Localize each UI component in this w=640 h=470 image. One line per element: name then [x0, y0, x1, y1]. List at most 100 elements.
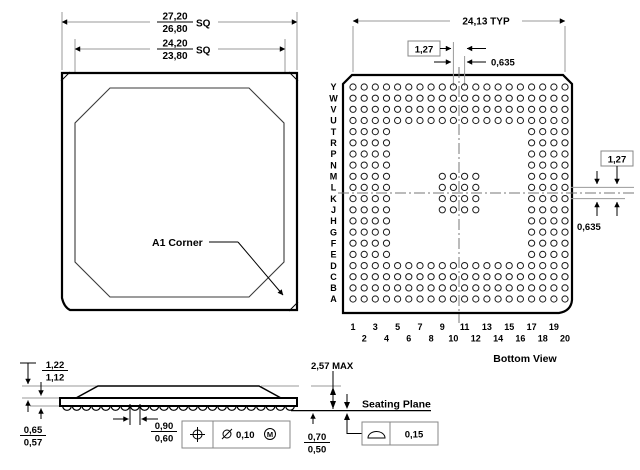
top-view: 27,20 26,80 SQ 24,20 23,80 SQ A1 Corner	[60, 12, 299, 312]
ball	[472, 83, 480, 91]
solder-ball	[207, 405, 218, 411]
ball	[394, 83, 402, 91]
ball	[360, 116, 368, 125]
ball	[394, 105, 402, 113]
ball	[349, 217, 357, 225]
ball	[438, 172, 446, 180]
ball	[371, 195, 379, 203]
ball	[349, 295, 357, 303]
ball	[394, 273, 402, 281]
solder-ball	[62, 405, 72, 411]
ball	[382, 83, 391, 91]
ball	[550, 94, 558, 102]
ball	[539, 239, 547, 247]
lid-dim-upper: 24,20	[162, 39, 187, 50]
ball	[561, 217, 569, 225]
row-label: R	[330, 138, 337, 148]
ball	[550, 206, 558, 214]
ball	[405, 94, 413, 102]
corner-tick	[60, 71, 71, 82]
ball	[427, 116, 435, 125]
ball	[394, 94, 402, 102]
ball	[371, 295, 379, 303]
col-label: 2	[362, 334, 367, 344]
ball	[550, 83, 558, 91]
ball	[349, 105, 357, 113]
diameter-symbol-circle	[222, 429, 232, 439]
col-label: 18	[538, 334, 548, 344]
ball-dia-upper: 0,90	[155, 421, 174, 432]
row-label: J	[331, 205, 336, 215]
ball	[550, 239, 558, 247]
ball	[561, 83, 569, 91]
ball	[539, 262, 547, 270]
row-label: N	[330, 160, 337, 170]
ball	[461, 195, 469, 203]
ball	[349, 83, 357, 91]
ball	[438, 206, 446, 214]
ball	[528, 262, 536, 270]
col-label: 17	[527, 322, 537, 332]
row-label: U	[330, 116, 337, 126]
ball	[528, 206, 536, 214]
ball	[561, 94, 569, 102]
ball	[449, 116, 457, 125]
ball	[416, 295, 424, 303]
ball	[349, 228, 357, 236]
col-label: 8	[429, 334, 434, 344]
ball	[550, 105, 558, 113]
corner-tick	[288, 301, 299, 312]
ball	[371, 116, 379, 125]
solder-ball	[265, 405, 276, 411]
ball	[461, 206, 469, 214]
row-label: H	[330, 216, 337, 226]
ball	[528, 161, 536, 169]
ball	[371, 284, 379, 292]
solder-ball	[168, 405, 179, 411]
ball	[461, 183, 469, 191]
ball	[382, 206, 391, 214]
ball	[461, 262, 469, 270]
ball	[360, 161, 368, 169]
col-label: 16	[515, 334, 525, 344]
ball	[505, 94, 513, 102]
ball	[561, 195, 569, 203]
ball	[382, 150, 391, 158]
ball	[382, 295, 391, 303]
solder-ball	[178, 405, 189, 411]
ball	[360, 295, 368, 303]
ball	[371, 128, 379, 136]
col-label: 7	[417, 322, 422, 332]
ball	[382, 105, 391, 113]
col-label: 10	[448, 334, 458, 344]
ball	[539, 273, 547, 281]
ball	[461, 273, 469, 281]
ball	[360, 183, 368, 191]
a1-corner-label: A1 Corner	[152, 237, 203, 249]
ball	[360, 105, 368, 113]
arrowhead-up	[344, 413, 350, 420]
ball	[360, 250, 368, 258]
ball	[561, 262, 569, 270]
ball	[427, 83, 435, 91]
row-pitch-dim: 1,27	[608, 155, 627, 166]
ball	[550, 128, 558, 136]
substrate	[59, 397, 298, 407]
ball	[382, 183, 391, 191]
standoff-lower: 0,50	[308, 445, 327, 456]
solder-ball	[256, 405, 266, 411]
row-label: V	[330, 105, 336, 115]
row-label: K	[330, 194, 337, 204]
ball	[472, 105, 480, 113]
solder-ball	[139, 405, 150, 411]
row-label: M	[330, 172, 338, 182]
solder-ball	[236, 405, 247, 411]
span-dim: 24,13 TYP	[462, 17, 510, 28]
row-label: Y	[330, 82, 336, 92]
ball	[349, 262, 357, 270]
ball	[360, 273, 368, 281]
ball	[561, 183, 569, 191]
bottom-view: 24,13 TYP 1,27 0,635 1,27 0,635 YWVUTRPN…	[329, 17, 634, 365]
ball	[550, 273, 558, 281]
